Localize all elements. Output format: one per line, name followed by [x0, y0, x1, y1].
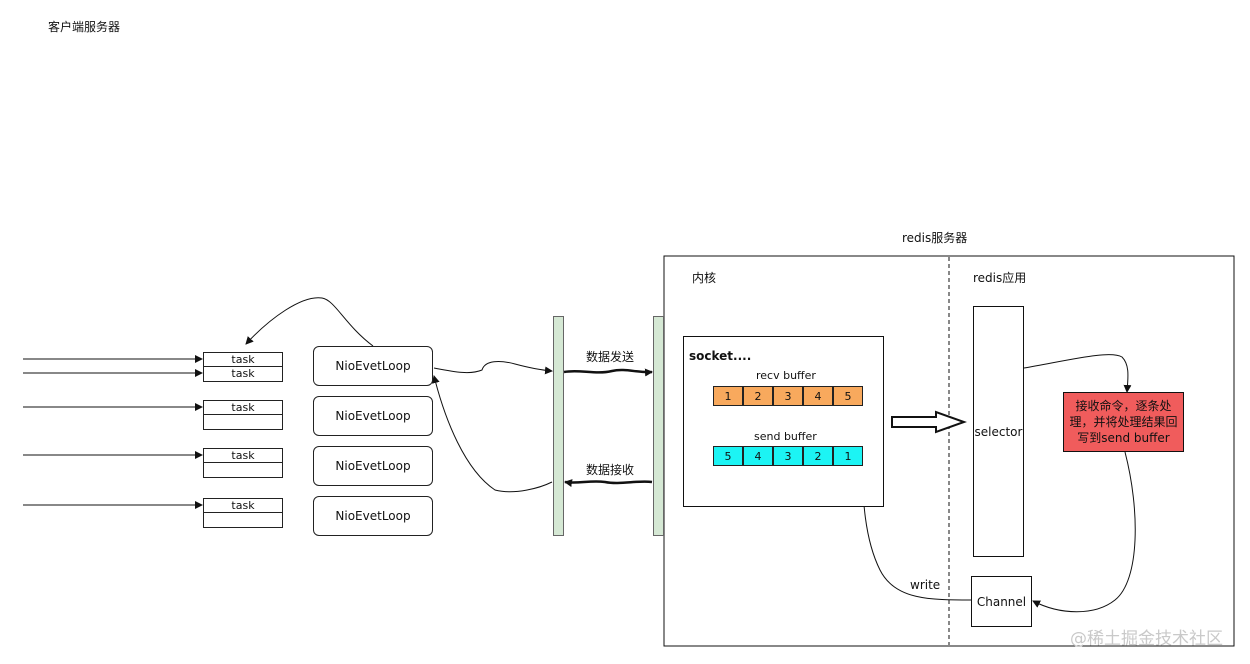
- client-network-bar: [553, 316, 564, 536]
- redis-app-label: redis应用: [973, 271, 1027, 285]
- loop-to-task-arrow: [245, 297, 374, 347]
- send-buffer-cell: 4: [743, 446, 773, 466]
- task-box: task task: [203, 352, 283, 382]
- selector-to-process-arrow: [1023, 354, 1132, 393]
- task-row: [204, 463, 282, 477]
- recv-buffer-cell: 5: [833, 386, 863, 406]
- write-label: write: [910, 578, 941, 592]
- bar-to-loop-arrow: [431, 375, 553, 493]
- redis-server-title: redis服务器: [902, 231, 968, 245]
- selector-box: selector: [973, 306, 1024, 557]
- recv-buffer-cell: 4: [803, 386, 833, 406]
- nio-event-loop: NioEvetLoop: [313, 396, 433, 436]
- nio-event-loop: NioEvetLoop: [313, 346, 433, 386]
- data-recv-arrow: [564, 479, 653, 488]
- client-server-title: 客户端服务器: [48, 20, 121, 34]
- kernel-label: 内核: [692, 271, 717, 285]
- watermark: @稀土掘金技术社区: [1070, 629, 1223, 649]
- recv-buffer-cell: 2: [743, 386, 773, 406]
- data-send-arrow: [563, 368, 653, 377]
- channel-box: Channel: [971, 576, 1032, 627]
- command-process-box: 接收命令，逐条处理，并将处理结果回写到send buffer: [1063, 392, 1184, 452]
- task-box: task: [203, 448, 283, 478]
- send-buffer-cell: 3: [773, 446, 803, 466]
- task-row: task: [231, 367, 255, 380]
- send-buffer-cell: 2: [803, 446, 833, 466]
- recv-buffer-label: recv buffer: [756, 369, 816, 382]
- task-row: task: [204, 353, 282, 367]
- socket-to-selector-arrow: [891, 410, 967, 434]
- task-row: task: [204, 401, 282, 415]
- task-row: task: [204, 449, 282, 463]
- recv-buffer-cell: 3: [773, 386, 803, 406]
- process-to-channel-arrow: [1032, 451, 1136, 613]
- task-box: task: [203, 498, 283, 528]
- task-row: task: [204, 499, 282, 513]
- task-box: task: [203, 400, 283, 430]
- recv-buffer-cell: 1: [713, 386, 743, 406]
- loop-to-bar-arrow: [433, 361, 553, 375]
- socket-box: socket.... recv buffer send buffer: [683, 336, 884, 507]
- nio-event-loop: NioEvetLoop: [313, 496, 433, 536]
- send-buffer-cell: 5: [713, 446, 743, 466]
- task-row: [204, 415, 282, 429]
- task-row: [204, 513, 282, 527]
- socket-label: socket....: [689, 349, 752, 363]
- redis-server-box: [663, 255, 1235, 647]
- send-buffer-cell: 1: [833, 446, 863, 466]
- nio-event-loop: NioEvetLoop: [313, 446, 433, 486]
- server-network-bar: [653, 316, 664, 536]
- send-buffer-label: send buffer: [754, 430, 817, 443]
- data-recv-label: 数据接收: [586, 463, 635, 477]
- data-send-label: 数据发送: [586, 350, 635, 364]
